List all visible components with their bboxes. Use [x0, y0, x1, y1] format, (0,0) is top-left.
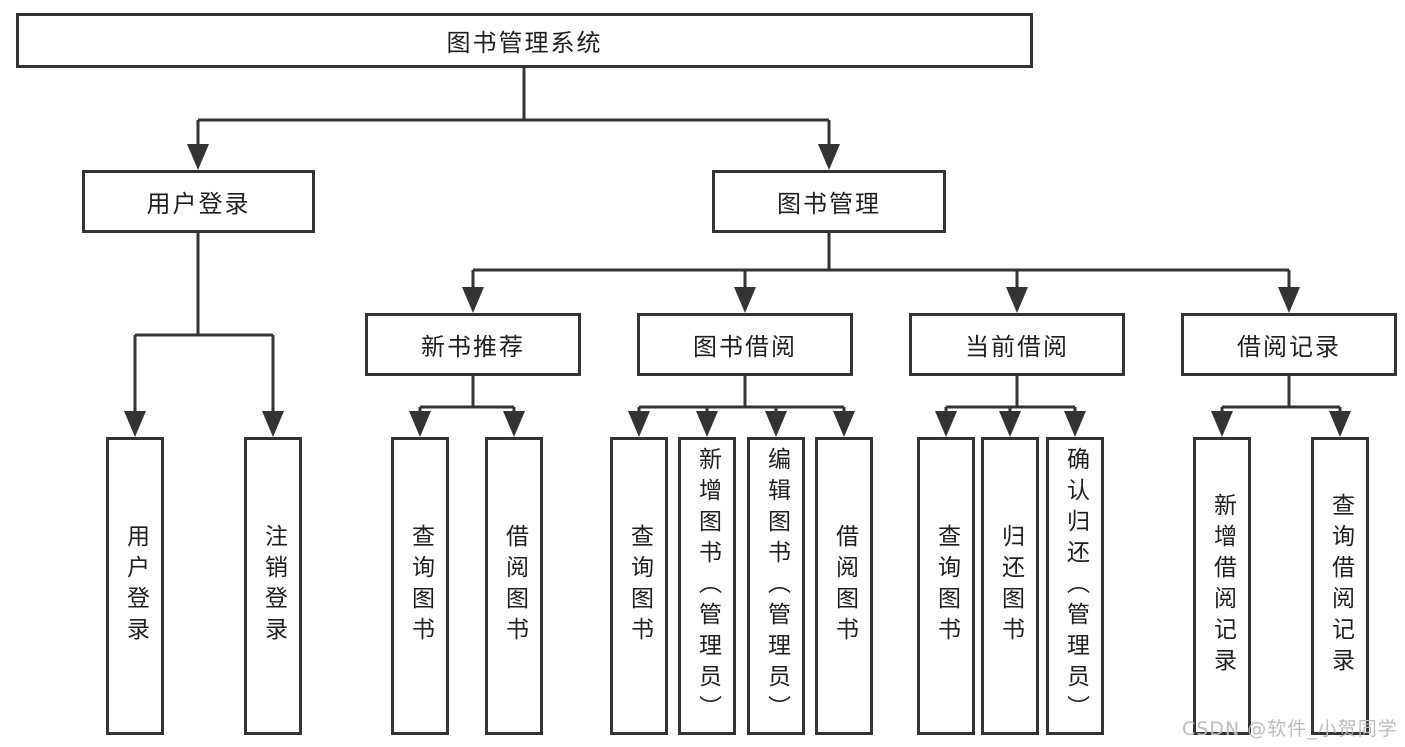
leaf-borrow-borrow: 借阅图书	[815, 437, 873, 735]
node-borrow: 图书借阅	[637, 313, 853, 376]
connector-borrow-to-leaves	[628, 376, 855, 437]
leaf-current-confirm-label: 确认归还（管理员）	[1062, 446, 1089, 726]
leaf-newbooks-borrow-label: 借阅图书	[501, 524, 528, 648]
leaf-newbooks-query-label: 查询图书	[407, 524, 434, 648]
leaf-logout: 注销登录	[244, 437, 302, 735]
leaf-newbooks-query: 查询图书	[391, 437, 449, 735]
leaf-newbooks-borrow: 借阅图书	[485, 437, 543, 735]
leaf-user-login: 用户登录	[106, 437, 164, 735]
leaf-borrow-borrow-label: 借阅图书	[831, 524, 858, 648]
leaf-records-add-label: 新增借阅记录	[1209, 493, 1236, 679]
node-book-mgmt: 图书管理	[712, 170, 946, 233]
leaf-logout-label: 注销登录	[260, 524, 287, 648]
node-user-login: 用户登录	[82, 170, 315, 233]
connector-records-to-leaves	[1211, 376, 1351, 437]
csdn-watermark: CSDN @软件_小贺同学	[1182, 718, 1398, 740]
leaf-records-query-label: 查询借阅记录	[1327, 493, 1354, 679]
connector-root-to-level1	[187, 68, 840, 170]
node-root: 图书管理系统	[16, 13, 1033, 68]
connector-new-books-to-leaves	[409, 376, 525, 437]
leaf-current-confirm: 确认归还（管理员）	[1046, 437, 1104, 735]
node-records: 借阅记录	[1181, 313, 1397, 376]
leaf-current-query-label: 查询图书	[933, 524, 960, 648]
leaf-records-query: 查询借阅记录	[1311, 437, 1369, 735]
node-new-books: 新书推荐	[365, 313, 581, 376]
leaf-borrow-query: 查询图书	[610, 437, 668, 735]
leaf-borrow-query-label: 查询图书	[626, 524, 653, 648]
leaf-borrow-edit-label: 编辑图书（管理员）	[763, 446, 790, 726]
leaf-borrow-add: 新增图书（管理员）	[678, 437, 736, 735]
leaf-current-query: 查询图书	[917, 437, 975, 735]
leaf-borrow-add-label: 新增图书（管理员）	[694, 446, 721, 726]
leaf-user-login-label: 用户登录	[122, 524, 149, 648]
leaf-current-return-label: 归还图书	[997, 524, 1024, 648]
leaf-current-return: 归还图书	[981, 437, 1039, 735]
connector-current-to-leaves	[935, 376, 1086, 437]
node-current: 当前借阅	[909, 313, 1125, 376]
leaf-borrow-edit: 编辑图书（管理员）	[747, 437, 805, 735]
leaf-records-add: 新增借阅记录	[1193, 437, 1251, 735]
connector-book-mgmt-to-level2	[462, 233, 1300, 313]
connector-user-login-to-leaves	[124, 233, 284, 437]
